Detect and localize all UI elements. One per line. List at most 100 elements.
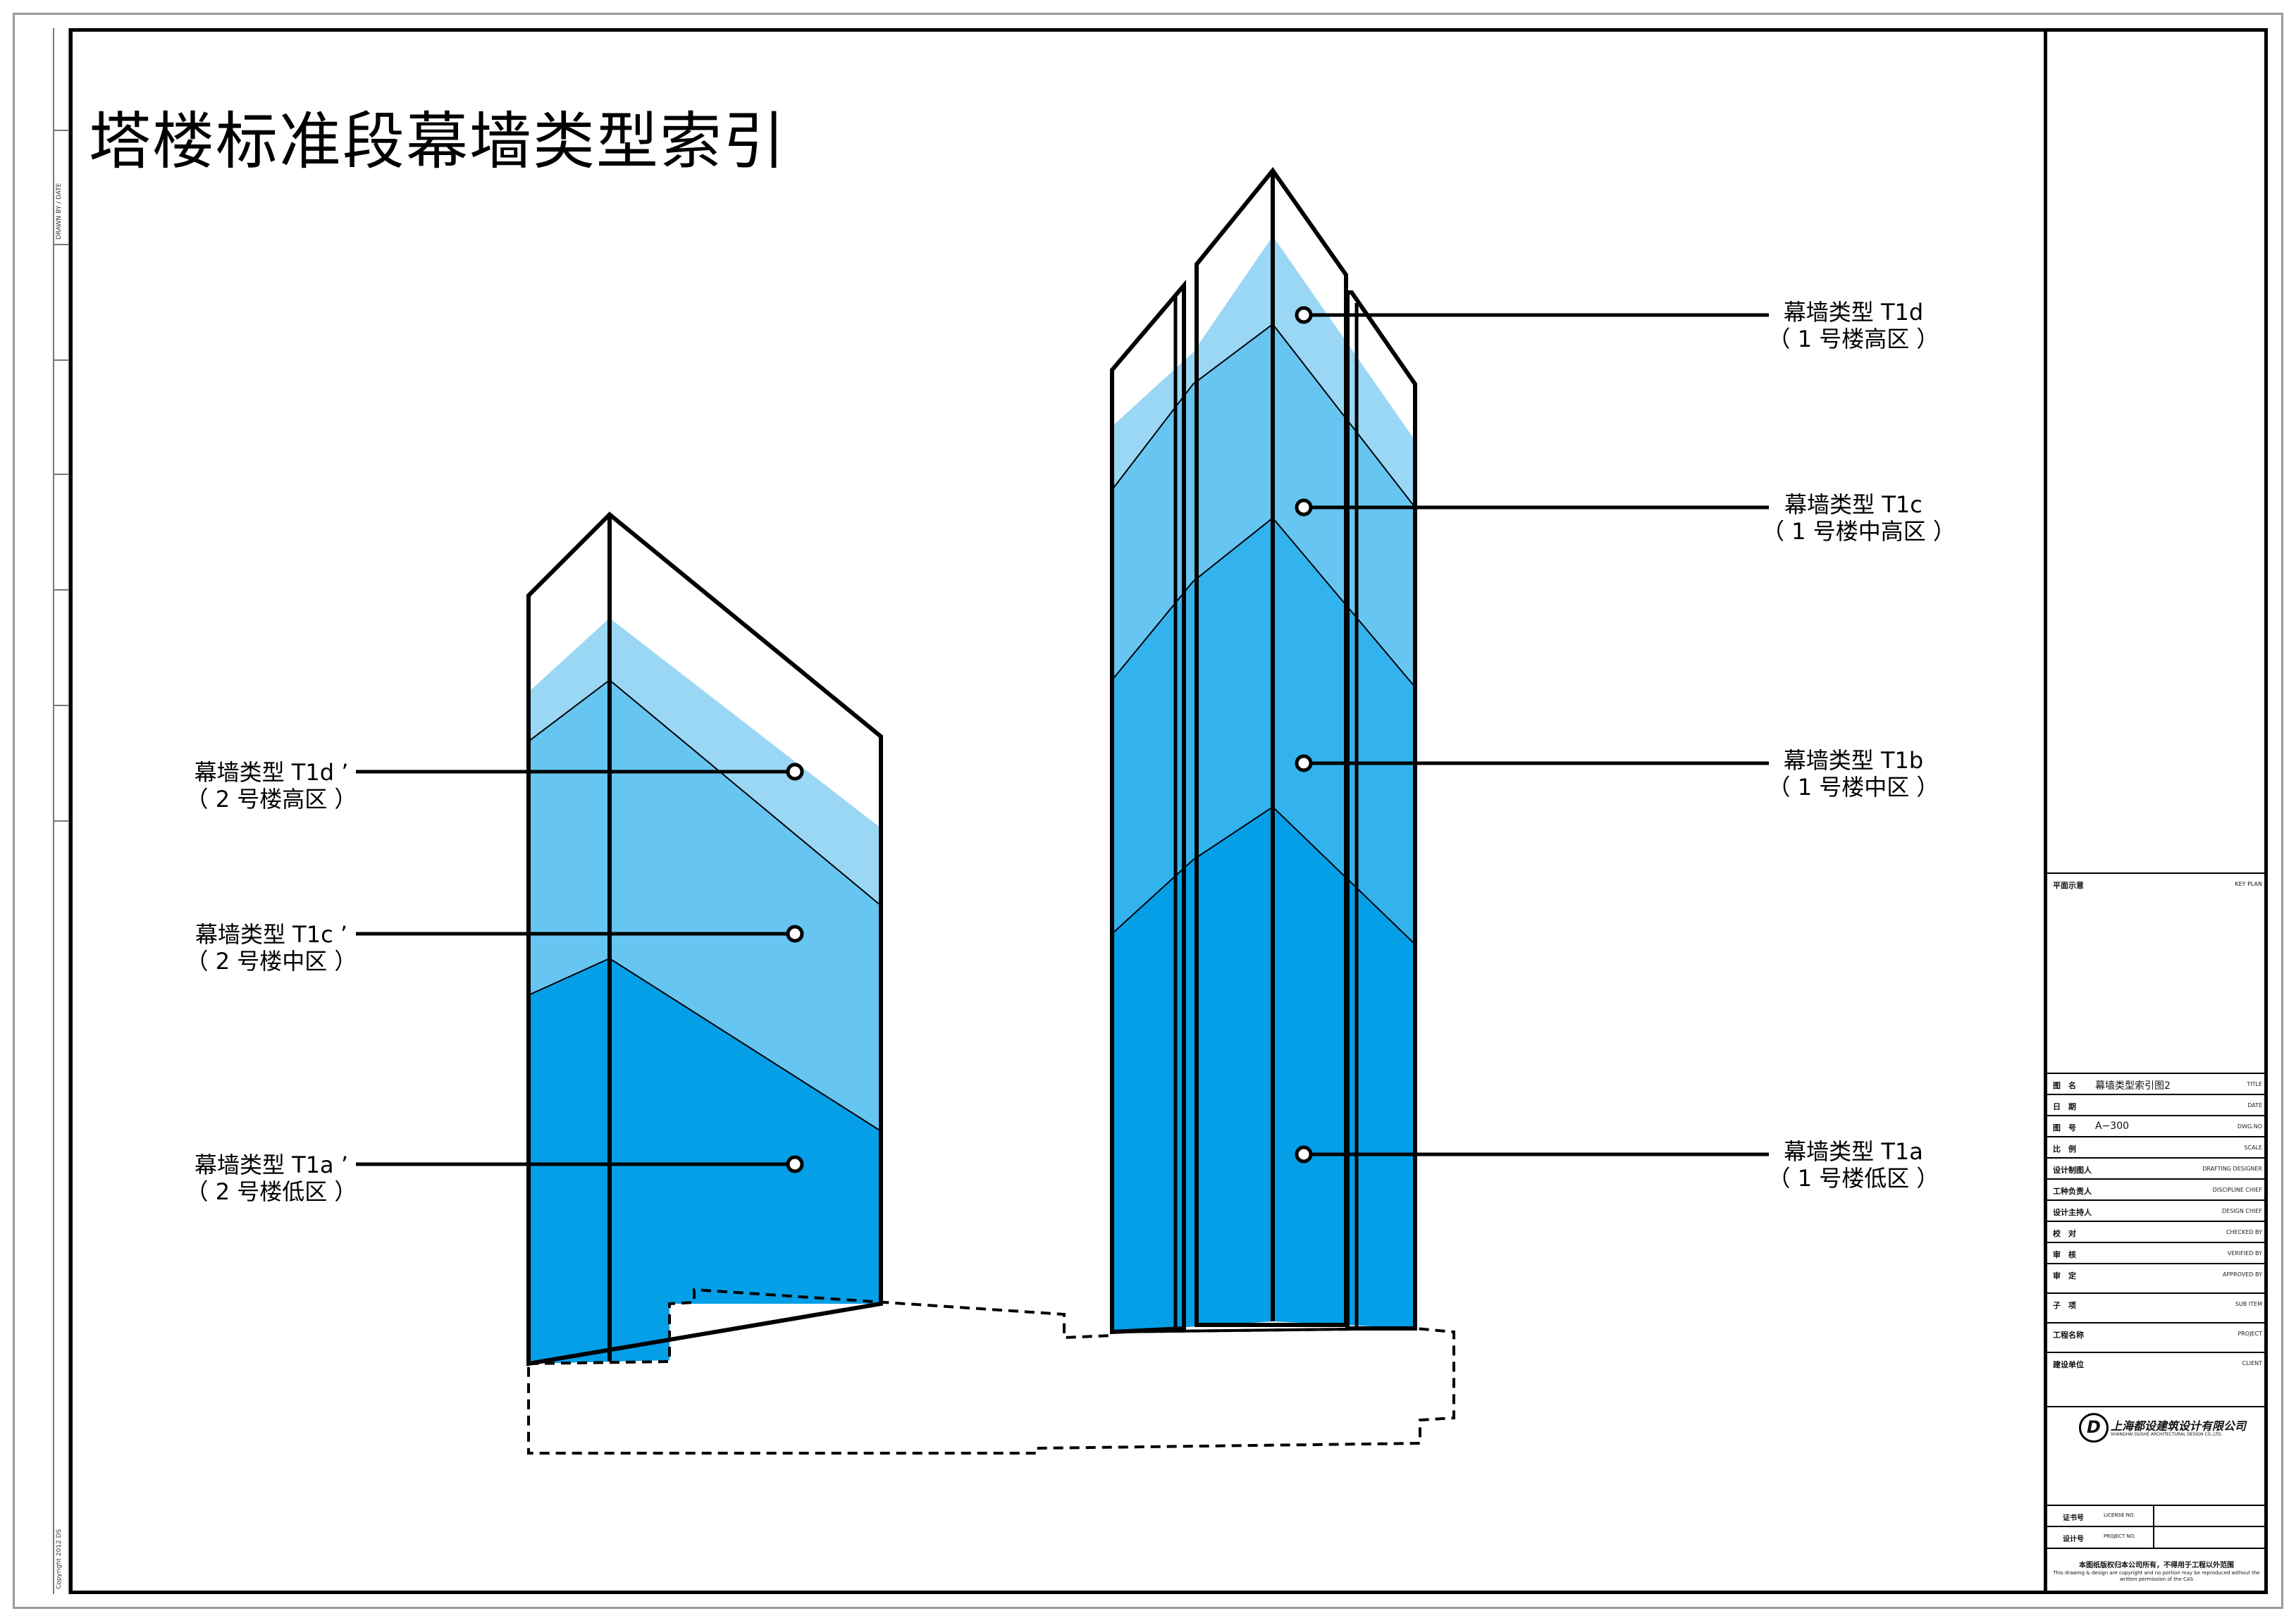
title-block-row-label: 工程名称 — [2053, 1331, 2084, 1340]
title-block-row-label: 设计主持人 — [2053, 1208, 2092, 1217]
copyright-note: 本图纸版权归本公司所有，不得用于工程以外范围 — [2079, 1562, 2234, 1569]
page-title: 塔楼标准段幕墙类型索引 — [89, 105, 787, 178]
project-no-label: 设计号 — [2063, 1536, 2084, 1543]
callout-zone-label: （ 2 号楼高区 ） — [185, 786, 357, 813]
title-block-row-label: 子 项 — [2053, 1301, 2076, 1310]
callout-zone-label: （ 1 号楼中区 ） — [1767, 774, 1939, 801]
title-block-row-label-en: DATE — [2247, 1102, 2262, 1109]
title-block — [2044, 28, 2268, 1594]
podium-outline — [527, 1288, 1455, 1455]
title-block-row-label: 审 定 — [2053, 1271, 2076, 1280]
title-block-row-label: 比 例 — [2053, 1144, 2076, 1154]
key-plan-label-en: KEY PLAN — [2235, 881, 2262, 887]
callout-type-label: 幕墙类型 T1a ’ — [194, 1152, 349, 1178]
callout-type-label: 幕墙类型 T1b — [1783, 747, 1924, 774]
title-block-row: 图 名 幕墙类型索引图2 TITLE — [2047, 1073, 2268, 1094]
tower1-leaders — [1295, 306, 1769, 1164]
title-block-row: 子 项 SUB ITEM — [2047, 1292, 2268, 1314]
margin-tick — [53, 359, 70, 361]
callout-zone-label: （ 2 号楼低区 ） — [185, 1178, 357, 1205]
title-block-row-label-en: DESIGN CHIEF — [2222, 1208, 2262, 1214]
callout-type-label: 幕墙类型 T1d ’ — [194, 759, 349, 786]
margin-tick — [53, 820, 70, 822]
title-block-row-label-en: DISCIPLINE CHIEF — [2212, 1187, 2262, 1193]
callout-tower1-t1a: 幕墙类型 T1a （ 1 号楼低区 ） — [1762, 1138, 1945, 1192]
callout-zone-label: （ 1 号楼低区 ） — [1767, 1165, 1939, 1192]
project-no-label-en: PROJECT NO. — [2104, 1533, 2136, 1539]
margin-tick — [53, 705, 70, 706]
company-name: 上海都设建筑设计有限公司 — [2111, 1419, 2247, 1433]
project-no-value-cell — [2153, 1527, 2154, 1548]
callout-type-label: 幕墙类型 T1c — [1784, 491, 1922, 518]
project-no-row: 设计号 PROJECT NO. — [2047, 1526, 2268, 1548]
title-block-row-label: 日 期 — [2053, 1102, 2076, 1111]
title-block-row-value: 幕墙类型索引图2 — [2095, 1080, 2171, 1092]
margin-tick — [53, 244, 70, 245]
callout-zone-label: （ 1 号楼中高区 ） — [1762, 518, 1956, 545]
title-block-row-label: 审 核 — [2053, 1250, 2076, 1259]
license-value-cell — [2153, 1506, 2154, 1527]
license-label: 证书号 — [2063, 1514, 2084, 1522]
callout-type-label: 幕墙类型 T1c ’ — [195, 921, 348, 948]
title-block-row-label-en: APPROVED BY — [2222, 1271, 2262, 1278]
callout-zone-label: （ 2 号楼中区 ） — [185, 948, 357, 975]
tower2-leaders — [356, 763, 804, 1173]
title-block-row: 工种负责人 DISCIPLINE CHIEF — [2047, 1178, 2268, 1199]
title-block-row-label: 图 名 — [2053, 1081, 2076, 1090]
title-block-row: 设计主持人 DESIGN CHIEF — [2047, 1199, 2268, 1221]
title-block-row-label-en: TITLE — [2247, 1081, 2262, 1087]
tower-2 — [526, 511, 883, 1366]
company-name-en: SHANGHAI DUSHE ARCHITECTURAL DESIGN CO.,… — [2111, 1432, 2223, 1437]
title-block-row-label-en: PROJECT — [2238, 1331, 2262, 1337]
title-block-row-label-en: VERIFIED BY — [2227, 1250, 2262, 1257]
title-block-row-label: 图 号 — [2053, 1123, 2076, 1133]
title-block-row: 审 定 APPROVED BY — [2047, 1263, 2268, 1284]
tower1-zone-t1a — [1112, 807, 1415, 1332]
company-logo: D — [2079, 1413, 2109, 1443]
title-block-row-label-en: DRAFTING DESIGNER — [2202, 1166, 2262, 1172]
outer-frame — [13, 13, 2283, 1609]
copyright-divider — [2047, 1548, 2268, 1549]
title-block-row: 比 例 SCALE — [2047, 1136, 2268, 1157]
callout-type-label: 幕墙类型 T1d — [1783, 299, 1924, 326]
title-block-row-label-en: DWG.NO — [2237, 1123, 2262, 1130]
title-block-row-label-en: SCALE — [2244, 1144, 2262, 1151]
drawing-border — [69, 28, 2268, 1594]
callout-tower1-t1b: 幕墙类型 T1b （ 1 号楼中区 ） — [1762, 747, 1945, 801]
tower1-zone-t1d — [1112, 236, 1415, 507]
title-block-row: 校 对 CHECKED BY — [2047, 1221, 2268, 1242]
title-block-row-label: 校 对 — [2053, 1229, 2076, 1238]
title-block-row-label-en: CHECKED BY — [2226, 1229, 2262, 1235]
tower2-zone-t1a — [529, 958, 881, 1364]
margin-tick — [53, 130, 70, 131]
tower-1 — [1110, 167, 1417, 1335]
callout-tower2-t1d: 幕墙类型 T1d ’ （ 2 号楼高区 ） — [180, 759, 363, 813]
title-block-row-label-en: CLIENT — [2242, 1360, 2262, 1366]
title-block-row-label: 工种负责人 — [2053, 1187, 2092, 1196]
license-label-en: LICENSE NO. — [2104, 1512, 2135, 1518]
margin-tick — [53, 474, 70, 475]
callout-tower2-t1a: 幕墙类型 T1a ’ （ 2 号楼低区 ） — [180, 1152, 363, 1205]
copyright-note-en: This drawing & design are copyright and … — [2053, 1570, 2260, 1582]
title-block-row: 建设单位 CLIENT — [2047, 1352, 2268, 1373]
key-plan-label: 平面示意 — [2053, 881, 2084, 890]
title-block-row-label-en: SUB ITEM — [2235, 1301, 2262, 1307]
company-divider — [2047, 1406, 2268, 1407]
callout-tower2-t1c: 幕墙类型 T1c ’ （ 2 号楼中区 ） — [180, 921, 363, 975]
title-block-row: 工程名称 PROJECT — [2047, 1322, 2268, 1343]
callout-tower1-t1d: 幕墙类型 T1d （ 1 号楼高区 ） — [1762, 299, 1945, 352]
title-block-row-label: 建设单位 — [2053, 1360, 2084, 1369]
tower1-zone-t1b — [1112, 518, 1415, 944]
title-block-row-value: A−300 — [2095, 1121, 2130, 1132]
tower2-zone-t1c — [529, 680, 881, 1131]
license-row: 证书号 LICENSE NO. — [2047, 1505, 2268, 1527]
title-block-row-label: 设计制图人 — [2053, 1166, 2092, 1175]
title-block-row: 图 号 A−300 DWG.NO — [2047, 1115, 2268, 1136]
callout-zone-label: （ 1 号楼高区 ） — [1767, 326, 1939, 352]
key-plan-box: 平面示意 KEY PLAN — [2047, 872, 2268, 1074]
callout-type-label: 幕墙类型 T1a — [1784, 1138, 1923, 1165]
callout-tower1-t1c: 幕墙类型 T1c （ 1 号楼中高区 ） — [1762, 491, 1956, 545]
title-block-row: 审 核 VERIFIED BY — [2047, 1242, 2268, 1263]
title-block-row: 设计制图人 DRAFTING DESIGNER — [2047, 1157, 2268, 1178]
